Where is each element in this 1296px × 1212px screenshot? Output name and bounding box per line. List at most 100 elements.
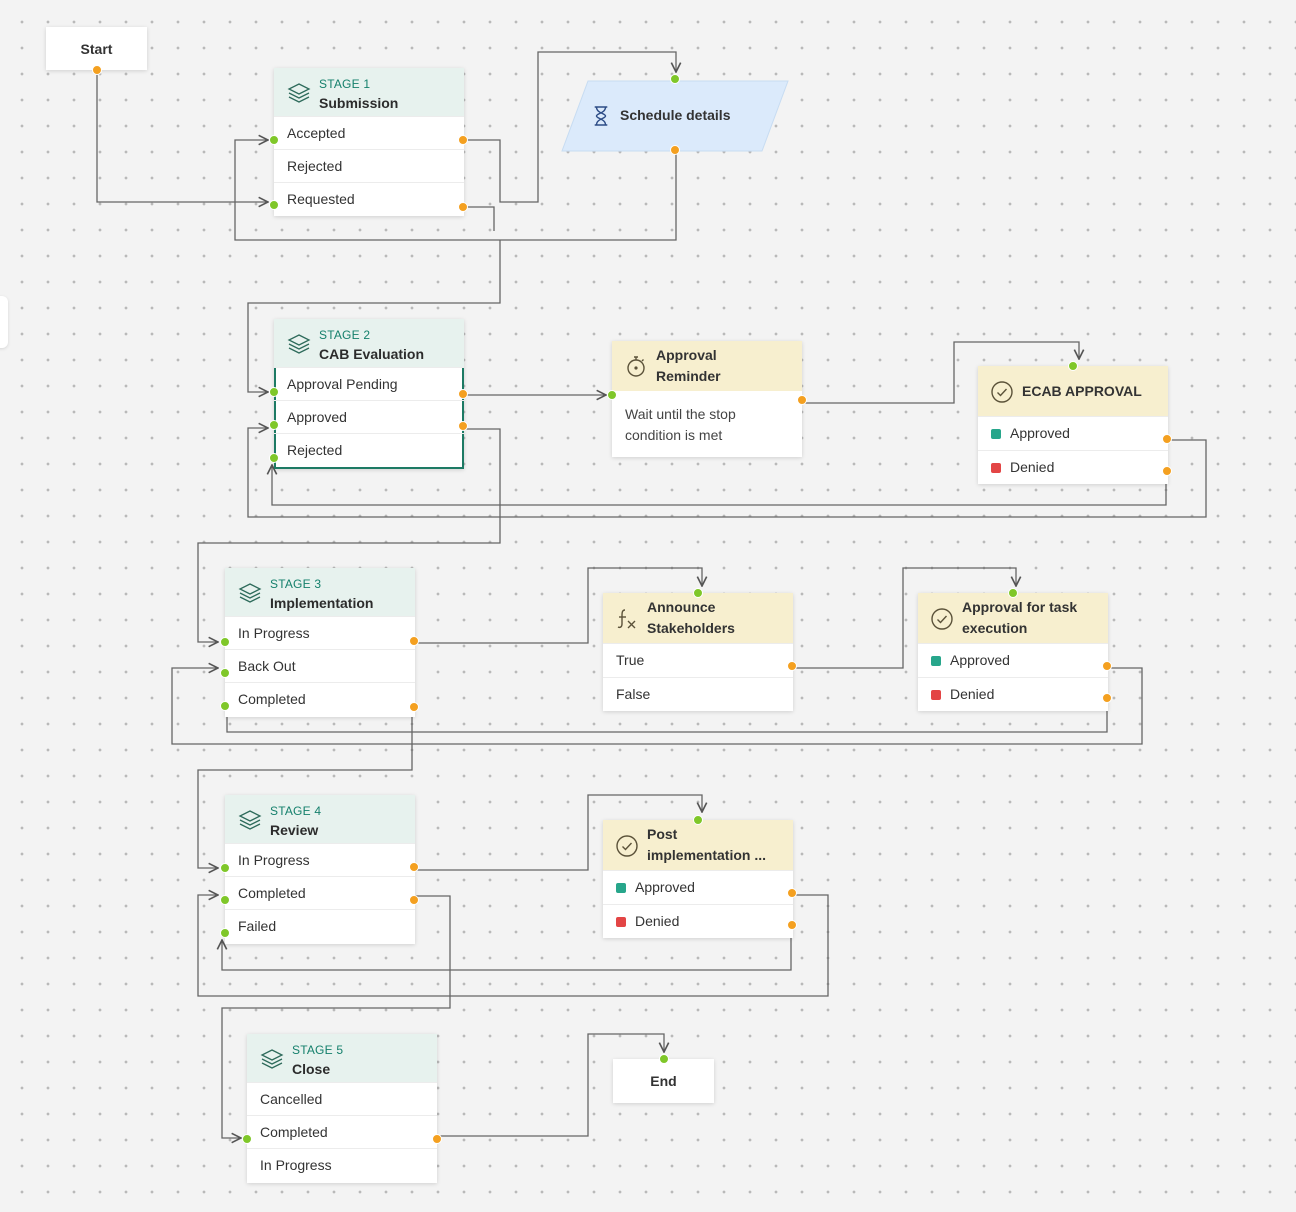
close-completed-output-port[interactable] [432,1134,442,1144]
title-line: implementation ... [647,847,767,863]
announce-true-output-port[interactable] [787,661,797,671]
ecab-denied-output-port[interactable] [1162,466,1172,476]
post-implementation-node[interactable]: Post implementation ... Approved Denied [603,820,793,938]
task-approved-output-port[interactable] [1102,661,1112,671]
rejected-input-port[interactable] [269,453,279,463]
approval-pending-input-port[interactable] [269,387,279,397]
stage-2-card[interactable]: STAGE 2 CAB Evaluation Approval Pending … [274,319,464,469]
stage-header: STAGE 4 Review [225,795,415,843]
state-row[interactable]: Completed [247,1115,437,1148]
post-denied-output-port[interactable] [787,920,797,930]
state-row[interactable]: In Progress [225,616,415,649]
ecab-approved-output-port[interactable] [1162,434,1172,444]
outcome-label-wrap: Approved [931,652,1010,668]
outcome-label-wrap: Approved [616,879,695,895]
announce-input-port[interactable] [693,588,703,598]
state-row[interactable]: Rejected [274,149,464,182]
schedule-input-port[interactable] [670,74,680,84]
in-progress-input-port[interactable] [220,637,230,647]
schedule-details-node[interactable]: Schedule details [560,80,790,152]
state-row[interactable]: Failed [225,909,415,942]
back-out-input-port[interactable] [220,668,230,678]
state-row[interactable]: Accepted [274,116,464,149]
approval-reminder-node[interactable]: Approval Reminder Wait until the stop co… [612,341,802,457]
ecab-input-port[interactable] [1068,361,1078,371]
review-in-progress-output-port[interactable] [409,862,419,872]
completed-output-port[interactable] [409,702,419,712]
reminder-output-port[interactable] [797,395,807,405]
stage-kicker: STAGE 4 [270,804,322,818]
start-output-port[interactable] [92,65,102,75]
task-approval-input-port[interactable] [1008,588,1018,598]
denied-square [991,463,1001,473]
state-row[interactable]: Completed [225,876,415,909]
layers-icon [238,583,262,603]
outcome-label: Approved [1010,425,1070,441]
outcome-label-wrap: Approved [991,425,1070,441]
reminder-input-port[interactable] [607,390,617,400]
accepted-output-port[interactable] [458,135,468,145]
outcome-row[interactable]: Denied [978,450,1168,484]
denied-square [931,690,941,700]
task-title: Approval Reminder [656,345,721,387]
layers-icon [287,334,311,354]
schedule-output-port[interactable] [670,145,680,155]
state-row[interactable]: In Progress [225,843,415,876]
task-title: Post implementation ... [647,824,766,866]
approval-pending-output-port[interactable] [458,389,468,399]
requested-output-port[interactable] [458,202,468,212]
approved-output-port[interactable] [458,421,468,431]
state-label: In Progress [238,625,310,641]
state-row[interactable]: Approved [274,400,464,433]
task-title: Announce Stakeholders [647,597,735,639]
review-completed-input-port[interactable] [220,895,230,905]
announce-stakeholders-node[interactable]: Announce Stakeholders True False [603,593,793,711]
end-node[interactable]: End [613,1059,714,1103]
review-completed-output-port[interactable] [409,895,419,905]
state-row[interactable]: Approval Pending [274,367,464,400]
stage-4-card[interactable]: STAGE 4 Review In Progress Completed Fai… [225,795,415,944]
outcome-row[interactable]: Denied [603,904,793,938]
outcome-label: Approved [635,879,695,895]
end-input-port[interactable] [659,1054,669,1064]
denied-square [616,917,626,927]
outcome-label-wrap: Denied [616,913,679,929]
state-row[interactable]: Cancelled [247,1082,437,1115]
state-row[interactable]: Rejected [274,433,464,466]
accepted-input-port[interactable] [269,135,279,145]
side-panel-handle[interactable] [0,296,8,348]
stage-kicker: STAGE 1 [319,77,371,91]
stage-3-card[interactable]: STAGE 3 Implementation In Progress Back … [225,568,415,717]
review-failed-input-port[interactable] [220,928,230,938]
state-row[interactable]: Completed [225,682,415,715]
completed-input-port[interactable] [220,701,230,711]
post-approved-output-port[interactable] [787,888,797,898]
stage-kicker: STAGE 3 [270,577,322,591]
outcome-row[interactable]: Approved [918,643,1108,677]
title-line: Announce [647,599,716,615]
state-row[interactable]: Requested [274,182,464,215]
outcome-row[interactable]: Approved [978,416,1168,450]
outcome-row[interactable]: True [603,643,793,677]
approved-square [931,656,941,666]
stage-1-card[interactable]: STAGE 1 Submission Accepted Rejected Req… [274,68,464,216]
ecab-approval-node[interactable]: ECAB APPROVAL Approved Denied [978,366,1168,484]
stage-5-card[interactable]: STAGE 5 Close Cancelled Completed In Pro… [247,1034,437,1183]
close-completed-input-port[interactable] [242,1134,252,1144]
approval-task-execution-node[interactable]: Approval for task execution Approved Den… [918,593,1108,711]
approved-input-port[interactable] [269,420,279,430]
outcome-row[interactable]: False [603,677,793,711]
layers-icon [238,810,262,830]
outcome-row[interactable]: Denied [918,677,1108,711]
requested-input-port[interactable] [269,200,279,210]
state-row[interactable]: In Progress [247,1148,437,1181]
task-denied-output-port[interactable] [1102,693,1112,703]
in-progress-output-port[interactable] [409,636,419,646]
review-in-progress-input-port[interactable] [220,863,230,873]
state-label: Approval Pending [287,376,398,392]
connector [463,206,495,231]
start-node[interactable]: Start [46,27,147,70]
post-impl-input-port[interactable] [693,815,703,825]
outcome-row[interactable]: Approved [603,870,793,904]
state-row[interactable]: Back Out [225,649,415,682]
